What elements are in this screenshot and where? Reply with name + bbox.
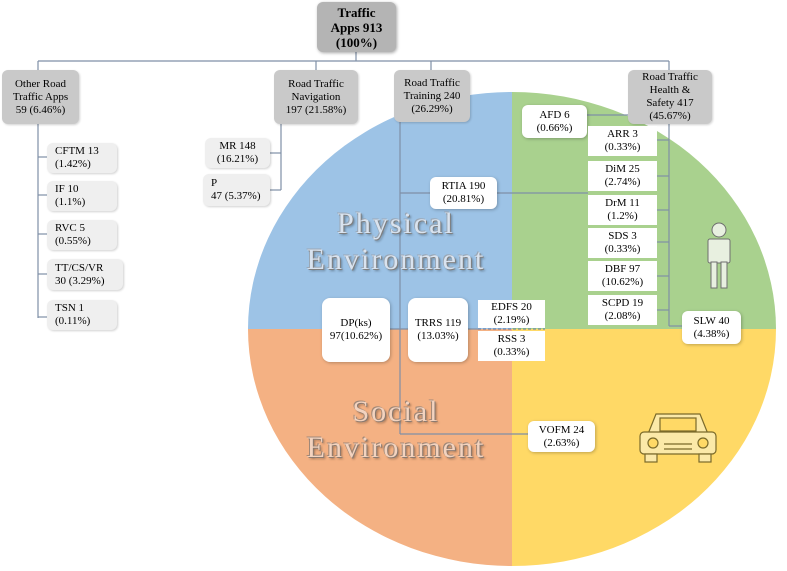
item-edfs-name: EDFS 20 bbox=[491, 301, 532, 313]
item-rss-name: RSS 3 bbox=[497, 333, 526, 345]
item-sds-pct: (0.33%) bbox=[604, 243, 641, 255]
category-health-line3: Safety 417 bbox=[646, 97, 694, 109]
item-sds: SDS 3 (0.33%) bbox=[588, 228, 657, 258]
item-tt-cs-vr-pct: 30 (3.29%) bbox=[55, 274, 105, 287]
category-road-traffic-navigation: Road Traffic Navigation 197 (21.58%) bbox=[274, 70, 358, 124]
item-tt-cs-vr-name: TT/CS/VR bbox=[55, 261, 104, 274]
item-mr-name: MR 148 bbox=[219, 140, 256, 152]
social-label-line2: Environment bbox=[306, 431, 486, 464]
item-rtia-pct: (20.81%) bbox=[442, 193, 485, 205]
item-vofm-name: VOFM 24 bbox=[538, 423, 585, 436]
physical-environment-quadrant bbox=[248, 92, 512, 329]
category-training-line1: Road Traffic bbox=[404, 76, 460, 89]
item-tsn-name: TSN 1 bbox=[55, 302, 85, 314]
category-road-traffic-training: Road Traffic Training 240 (26.29%) bbox=[394, 70, 470, 122]
category-training-line2: Training 240 bbox=[403, 89, 461, 102]
root-line2: Apps 913 bbox=[330, 19, 383, 35]
item-afd: AFD 6 (0.66%) bbox=[522, 105, 587, 138]
category-other-line1: Other Road bbox=[14, 77, 66, 90]
item-arr-pct: (0.33%) bbox=[604, 141, 641, 153]
item-mr-pct: (16.21%) bbox=[216, 153, 259, 165]
item-if: IF 10 (1.1%) bbox=[47, 181, 117, 211]
category-training-line3: (26.29%) bbox=[411, 102, 453, 115]
category-health-line4: (45.67%) bbox=[649, 110, 691, 122]
item-if-name: IF 10 bbox=[55, 183, 79, 195]
root-line3: (100%) bbox=[335, 34, 378, 50]
item-edfs: EDFS 20 (2.19%) bbox=[478, 300, 545, 328]
category-road-traffic-health-safety: Road Traffic Health & Safety 417 (45.67%… bbox=[628, 70, 712, 124]
item-rvc-name: RVC 5 bbox=[55, 222, 85, 234]
item-drm-pct: (1.2%) bbox=[607, 210, 638, 222]
social-environment-label: Social Environment bbox=[296, 394, 496, 466]
physical-environment-label: Physical Environment bbox=[300, 206, 492, 278]
item-trrs-name: TRRS 119 bbox=[414, 317, 462, 329]
item-mr: MR 148 (16.21%) bbox=[205, 138, 270, 168]
physical-label-line2: Environment bbox=[306, 243, 486, 276]
item-scpd: SCPD 19 (2.08%) bbox=[588, 295, 657, 325]
category-other-line3: 59 (6.46%) bbox=[15, 103, 66, 116]
item-sds-name: SDS 3 bbox=[608, 230, 637, 242]
category-navigation-line1: Road Traffic bbox=[288, 77, 344, 90]
item-rvc-pct: (0.55%) bbox=[55, 235, 91, 247]
item-dp-ks-pct: 97(10.62%) bbox=[329, 330, 383, 342]
item-dim: DiM 25 (2.74%) bbox=[588, 161, 657, 191]
item-cftm-pct: (1.42%) bbox=[55, 158, 91, 170]
item-rtia-name: RTIA 190 bbox=[441, 180, 486, 192]
connector-lines bbox=[37, 52, 682, 435]
item-scpd-pct: (2.08%) bbox=[604, 310, 641, 322]
item-arr: ARR 3 (0.33%) bbox=[588, 126, 657, 156]
item-cftm: CFTM 13 (1.42%) bbox=[47, 143, 117, 173]
item-arr-name: ARR 3 bbox=[607, 128, 638, 140]
item-afd-name: AFD 6 bbox=[539, 108, 570, 121]
item-afd-pct: (0.66%) bbox=[536, 121, 573, 134]
category-health-line2: Health & bbox=[649, 84, 691, 96]
item-dbf: DBF 97 (10.62%) bbox=[588, 261, 657, 291]
item-dp-ks-name: DP(ks) bbox=[340, 317, 372, 329]
item-p-pct: 47 (5.37%) bbox=[211, 190, 261, 202]
category-navigation-line3: 197 (21.58%) bbox=[285, 103, 347, 116]
person-icon bbox=[707, 222, 731, 289]
item-p-name: P bbox=[211, 177, 218, 189]
item-dbf-pct: (10.62%) bbox=[601, 276, 644, 288]
category-other-line2: Traffic Apps bbox=[12, 90, 69, 103]
item-trrs-pct: (13.03%) bbox=[417, 330, 459, 342]
item-dim-pct: (2.74%) bbox=[604, 176, 641, 188]
item-rtia: RTIA 190 (20.81%) bbox=[430, 177, 497, 209]
root-line1: Traffic bbox=[337, 4, 376, 20]
car-icon bbox=[639, 413, 717, 463]
social-environment-quadrant bbox=[248, 329, 512, 566]
item-dp-ks: DP(ks) 97(10.62%) bbox=[322, 298, 390, 362]
item-tt-cs-vr: TT/CS/VR 30 (3.29%) bbox=[47, 259, 123, 290]
item-cftm-name: CFTM 13 bbox=[55, 145, 99, 157]
category-health-line1: Road Traffic bbox=[642, 71, 698, 83]
item-drm: DrM 11 (1.2%) bbox=[588, 195, 657, 225]
item-vofm: VOFM 24 (2.63%) bbox=[528, 421, 595, 452]
item-drm-name: DrM 11 bbox=[605, 197, 640, 209]
item-slw: SLW 40 (4.38%) bbox=[682, 311, 741, 344]
item-slw-pct: (4.38%) bbox=[693, 327, 730, 340]
item-scpd-name: SCPD 19 bbox=[601, 297, 644, 309]
physical-label-line1: Physical bbox=[337, 207, 455, 240]
item-p: P 47 (5.37%) bbox=[203, 174, 270, 206]
item-tsn: TSN 1 (0.11%) bbox=[47, 300, 117, 330]
item-rss: RSS 3 (0.33%) bbox=[478, 331, 545, 361]
item-edfs-pct: (2.19%) bbox=[493, 314, 530, 326]
root-node: Traffic Apps 913 (100%) bbox=[317, 2, 396, 52]
item-tsn-pct: (0.11%) bbox=[55, 315, 91, 327]
item-rss-pct: (0.33%) bbox=[493, 346, 530, 358]
item-slw-name: SLW 40 bbox=[693, 314, 730, 327]
item-vofm-pct: (2.63%) bbox=[543, 436, 580, 449]
item-dim-name: DiM 25 bbox=[605, 163, 640, 175]
item-dbf-name: DBF 97 bbox=[604, 263, 641, 275]
item-if-pct: (1.1%) bbox=[55, 196, 86, 208]
item-rvc: RVC 5 (0.55%) bbox=[47, 220, 117, 250]
category-navigation-line2: Navigation bbox=[291, 90, 341, 103]
category-other-road-traffic-apps: Other Road Traffic Apps 59 (6.46%) bbox=[2, 70, 79, 124]
social-label-line1: Social bbox=[352, 395, 440, 428]
item-trrs: TRRS 119 (13.03%) bbox=[408, 298, 468, 362]
